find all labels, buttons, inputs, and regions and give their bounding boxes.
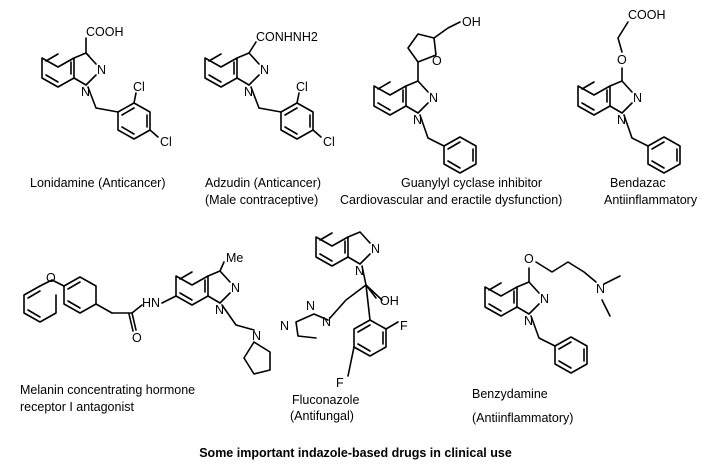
structure-bendazac: COOH O N N [577, 8, 681, 174]
structure-mch-antagonist: Me N N HN O O N [23, 251, 271, 375]
atom-label: O [524, 252, 534, 266]
structure-guanylyl: O OH N N [373, 15, 481, 174]
caption-mch-line1: Melanin concentrating hormone [20, 383, 195, 397]
atom-label: F [400, 319, 408, 333]
atom-label: COOH [86, 25, 124, 39]
atom-label: N [306, 299, 315, 313]
atom-label: OH [462, 15, 481, 29]
caption-fluconazole-line2: (Antifungal) [290, 409, 354, 423]
atom-label: COOH [628, 8, 666, 22]
atom-label: CONHNH2 [256, 30, 318, 44]
atom-label: N [244, 85, 253, 99]
atom-label: Cl [323, 135, 335, 149]
atom-label: Cl [133, 80, 145, 94]
atom-label: N [617, 113, 626, 127]
caption-adzudin-line2: (Male contraceptive) [205, 193, 318, 207]
atom-label: N [413, 113, 422, 127]
atom-label: N [371, 242, 380, 256]
atom-label: N [81, 85, 90, 99]
atom-label: N [633, 91, 642, 105]
atom-label: OH [380, 294, 399, 308]
caption-adzudin-line1: Adzudin (Anticancer) [205, 176, 321, 190]
caption-lonidamine: Lonidamine (Anticancer) [30, 176, 166, 190]
structure-benzydamine: O N N N [484, 252, 621, 374]
atom-label: N [252, 329, 261, 343]
atom-label: Cl [296, 80, 308, 94]
caption-benzydamine-line1: Benzydamine [472, 387, 548, 401]
atom-label: N [280, 319, 289, 333]
atom-label: O [132, 331, 142, 345]
structure-fluconazole: N N N N N OH F F [280, 231, 408, 390]
structure-lonidamine: COOH N N Cl Cl [41, 25, 172, 149]
caption-mch-line2: receptor I antagonist [20, 400, 134, 414]
atom-label: N [429, 91, 438, 105]
atom-label: N [97, 63, 106, 77]
caption-bendazac-line1: Bendazac [610, 176, 666, 190]
atom-label: N [215, 303, 224, 317]
atom-label: N [231, 281, 240, 295]
atom-label: F [336, 376, 344, 390]
atom-label: N [355, 264, 364, 278]
figure-title: Some important indazole-based drugs in c… [199, 446, 512, 460]
atom-label: HN [142, 296, 160, 310]
caption-benzydamine-line2: (Antiinflammatory) [472, 411, 573, 425]
atom-label: N [596, 282, 605, 296]
caption-fluconazole-line1: Fluconazole [292, 393, 359, 407]
structure-adzudin: CONHNH2 N N Cl Cl [204, 30, 335, 149]
atom-label: N [524, 314, 533, 328]
caption-bendazac-line2: Antiinflammatory [604, 193, 698, 207]
atom-label: O [432, 54, 442, 68]
atom-label: N [540, 292, 549, 306]
atom-label: N [260, 63, 269, 77]
caption-guanylyl-line1: Guanylyl cyclase inhibitor [401, 176, 542, 190]
atom-label: Me [226, 251, 243, 265]
atom-label: Cl [160, 135, 172, 149]
caption-guanylyl-line2: Cardiovascular and eractile dysfunction) [340, 193, 562, 207]
atom-label: O [46, 271, 56, 285]
atom-label: O [617, 53, 627, 67]
atom-label: N [322, 315, 331, 329]
